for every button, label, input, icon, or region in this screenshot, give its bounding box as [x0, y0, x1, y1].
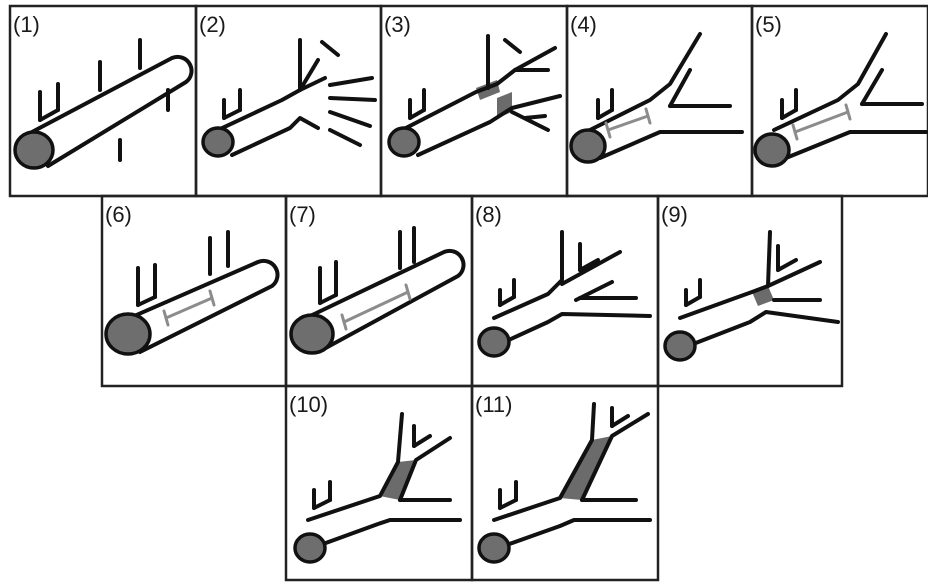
panel-3: (3): [381, 6, 567, 196]
panel-label: (4): [570, 12, 597, 37]
tube-end-circle: [106, 314, 150, 354]
tube-end-circle: [203, 128, 233, 156]
tube-end-circle: [479, 328, 509, 356]
branching-illustration: [590, 34, 742, 158]
branching-illustration: [680, 232, 838, 346]
panel-1: (1): [10, 6, 196, 196]
panel-9: (9): [658, 196, 842, 386]
branching-illustration: [494, 404, 650, 548]
panel-label: (10): [289, 392, 328, 417]
tube-end-circle: [15, 132, 53, 168]
branching-illustration: [308, 414, 460, 548]
branching-illustration: [494, 232, 650, 344]
panel-8: (8): [472, 196, 658, 386]
tube-end-circle: [665, 332, 695, 360]
panel-label: (2): [199, 12, 226, 37]
tube-end-circle: [389, 128, 419, 156]
tube-end-circle: [295, 534, 325, 562]
panel-label: (1): [13, 12, 40, 37]
panel-5: (5): [752, 6, 928, 196]
panel-label: (9): [661, 202, 688, 227]
panel-4: (4): [567, 6, 752, 196]
panel-label: (3): [384, 12, 411, 37]
tube-end-circle: [291, 315, 333, 353]
tube-end-circle: [755, 134, 789, 166]
panel-2: (2): [196, 6, 381, 196]
panel-label: (11): [475, 392, 513, 417]
panel-7: (7): [286, 196, 472, 386]
panel-label: (6): [105, 202, 132, 227]
tube-end-circle: [479, 534, 509, 562]
panel-label: (8): [475, 202, 502, 227]
tube-illustration: [32, 40, 192, 166]
panel-label: (7): [289, 202, 316, 227]
panel-11: (11): [472, 386, 658, 580]
branching-illustration: [218, 40, 375, 155]
panel-label: (5): [755, 12, 782, 37]
panel-6: (6): [102, 196, 286, 386]
panel-10: (10): [286, 386, 472, 580]
tube-end-circle: [571, 130, 605, 162]
